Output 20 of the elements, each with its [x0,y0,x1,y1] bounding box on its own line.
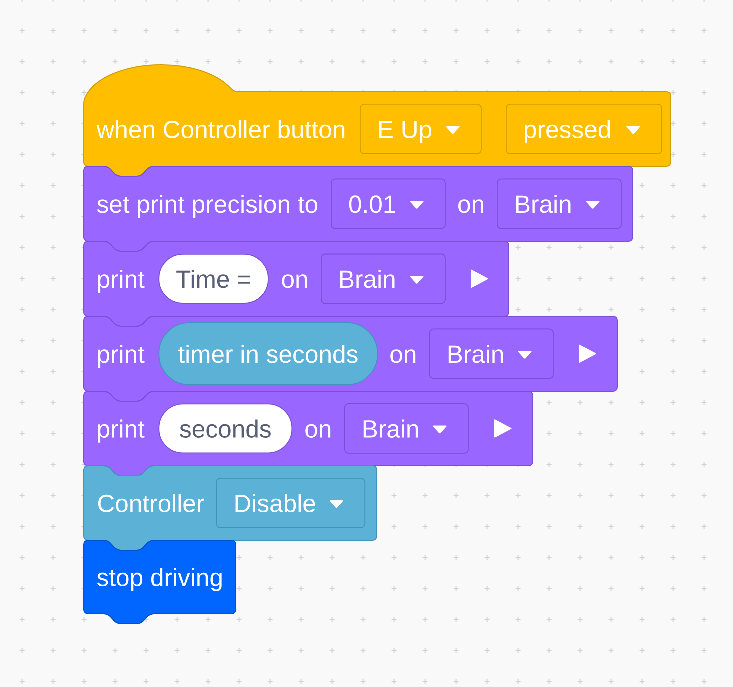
dropdown-menu: Disable [216,478,366,528]
node-label: set print precision to [97,195,318,218]
node-label: on [282,274,308,288]
dropdown-menu: E Up [360,104,482,154]
node-label: on [306,424,331,438]
node-label: on [458,200,484,214]
code-block: stop driving [84,540,236,624]
dropdown-menu: Brain [497,178,622,230]
node-label: on [390,350,416,364]
text-input: Time = [158,254,269,304]
text-input: seconds [158,404,293,454]
dropdown-menu: Brain [321,254,446,304]
node-label: print [98,270,145,294]
dropdown-menu: 0.01 [331,178,446,230]
node-label: print [98,345,145,368]
dropdown-menu: Brain [429,328,554,380]
reporter-block: timer in seconds [158,322,378,386]
dropdown-menu: pressed [506,104,662,154]
node-label: print [98,420,145,443]
dropdown-menu: Brain [344,404,469,454]
